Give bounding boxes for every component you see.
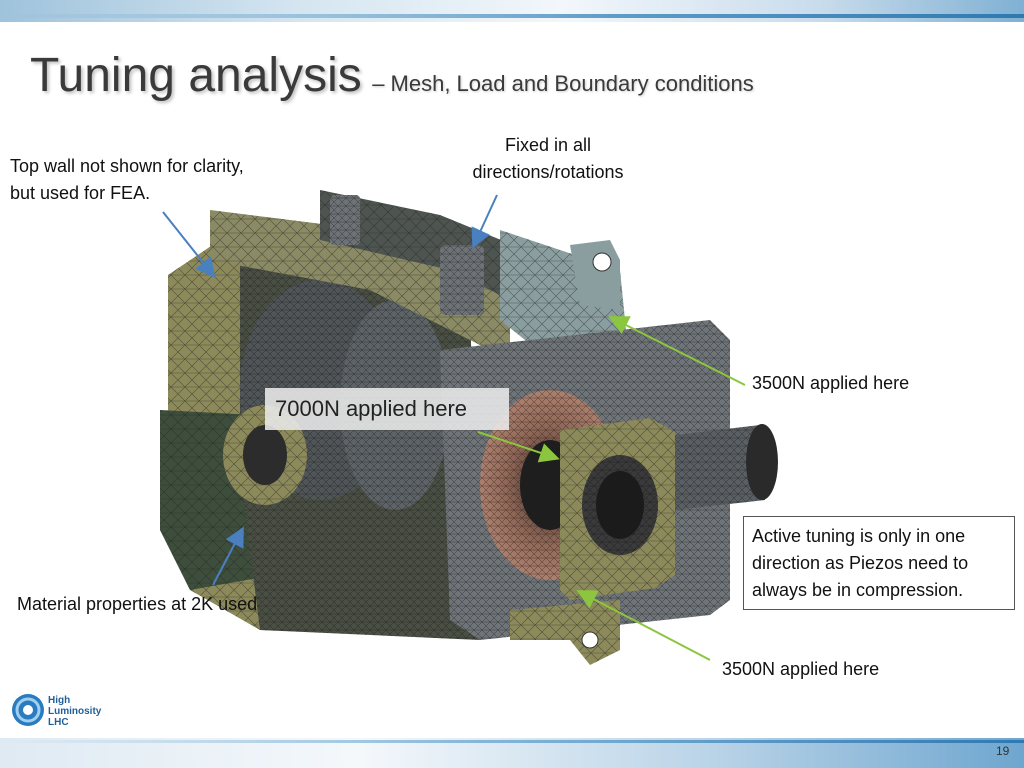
note-fixed-line1: Fixed in all <box>504 135 592 155</box>
note-top-wall: Top wall not shown for clarity, but used… <box>10 153 244 207</box>
logo-text: High Luminosity LHC <box>48 695 101 728</box>
logo-line2: Luminosity <box>48 706 102 717</box>
hl-lhc-logo-icon <box>12 694 44 726</box>
note-top-wall-line1: Top wall not shown for clarity, <box>10 156 244 176</box>
note-fixed: Fixed in all directions/rotations <box>453 132 643 186</box>
note-top-wall-line2: but used for FEA. <box>10 183 151 203</box>
fea-mesh-model <box>160 190 778 665</box>
note-active-tuning: Active tuning is only in one direction a… <box>743 516 1015 610</box>
title-subtitle: – Mesh, Load and Boundary conditions <box>372 71 754 96</box>
title-main: Tuning analysis <box>30 49 362 102</box>
top-decorative-band <box>0 0 1024 22</box>
note-load-center: 7000N applied here <box>265 388 509 430</box>
note-load-top: 3500N applied here <box>752 373 910 393</box>
logo-line3: LHC <box>48 717 69 728</box>
note-material: Material properties at 2K used <box>17 594 258 614</box>
page-number: 19 <box>996 744 1010 758</box>
note-load-bottom: 3500N applied here <box>722 659 880 679</box>
bottom-decorative-band <box>0 738 1024 768</box>
logo-line1: High <box>48 695 71 706</box>
slide-title: Tuning analysis – Mesh, Load and Boundar… <box>30 48 754 103</box>
note-fixed-line2: directions/rotations <box>472 162 624 182</box>
